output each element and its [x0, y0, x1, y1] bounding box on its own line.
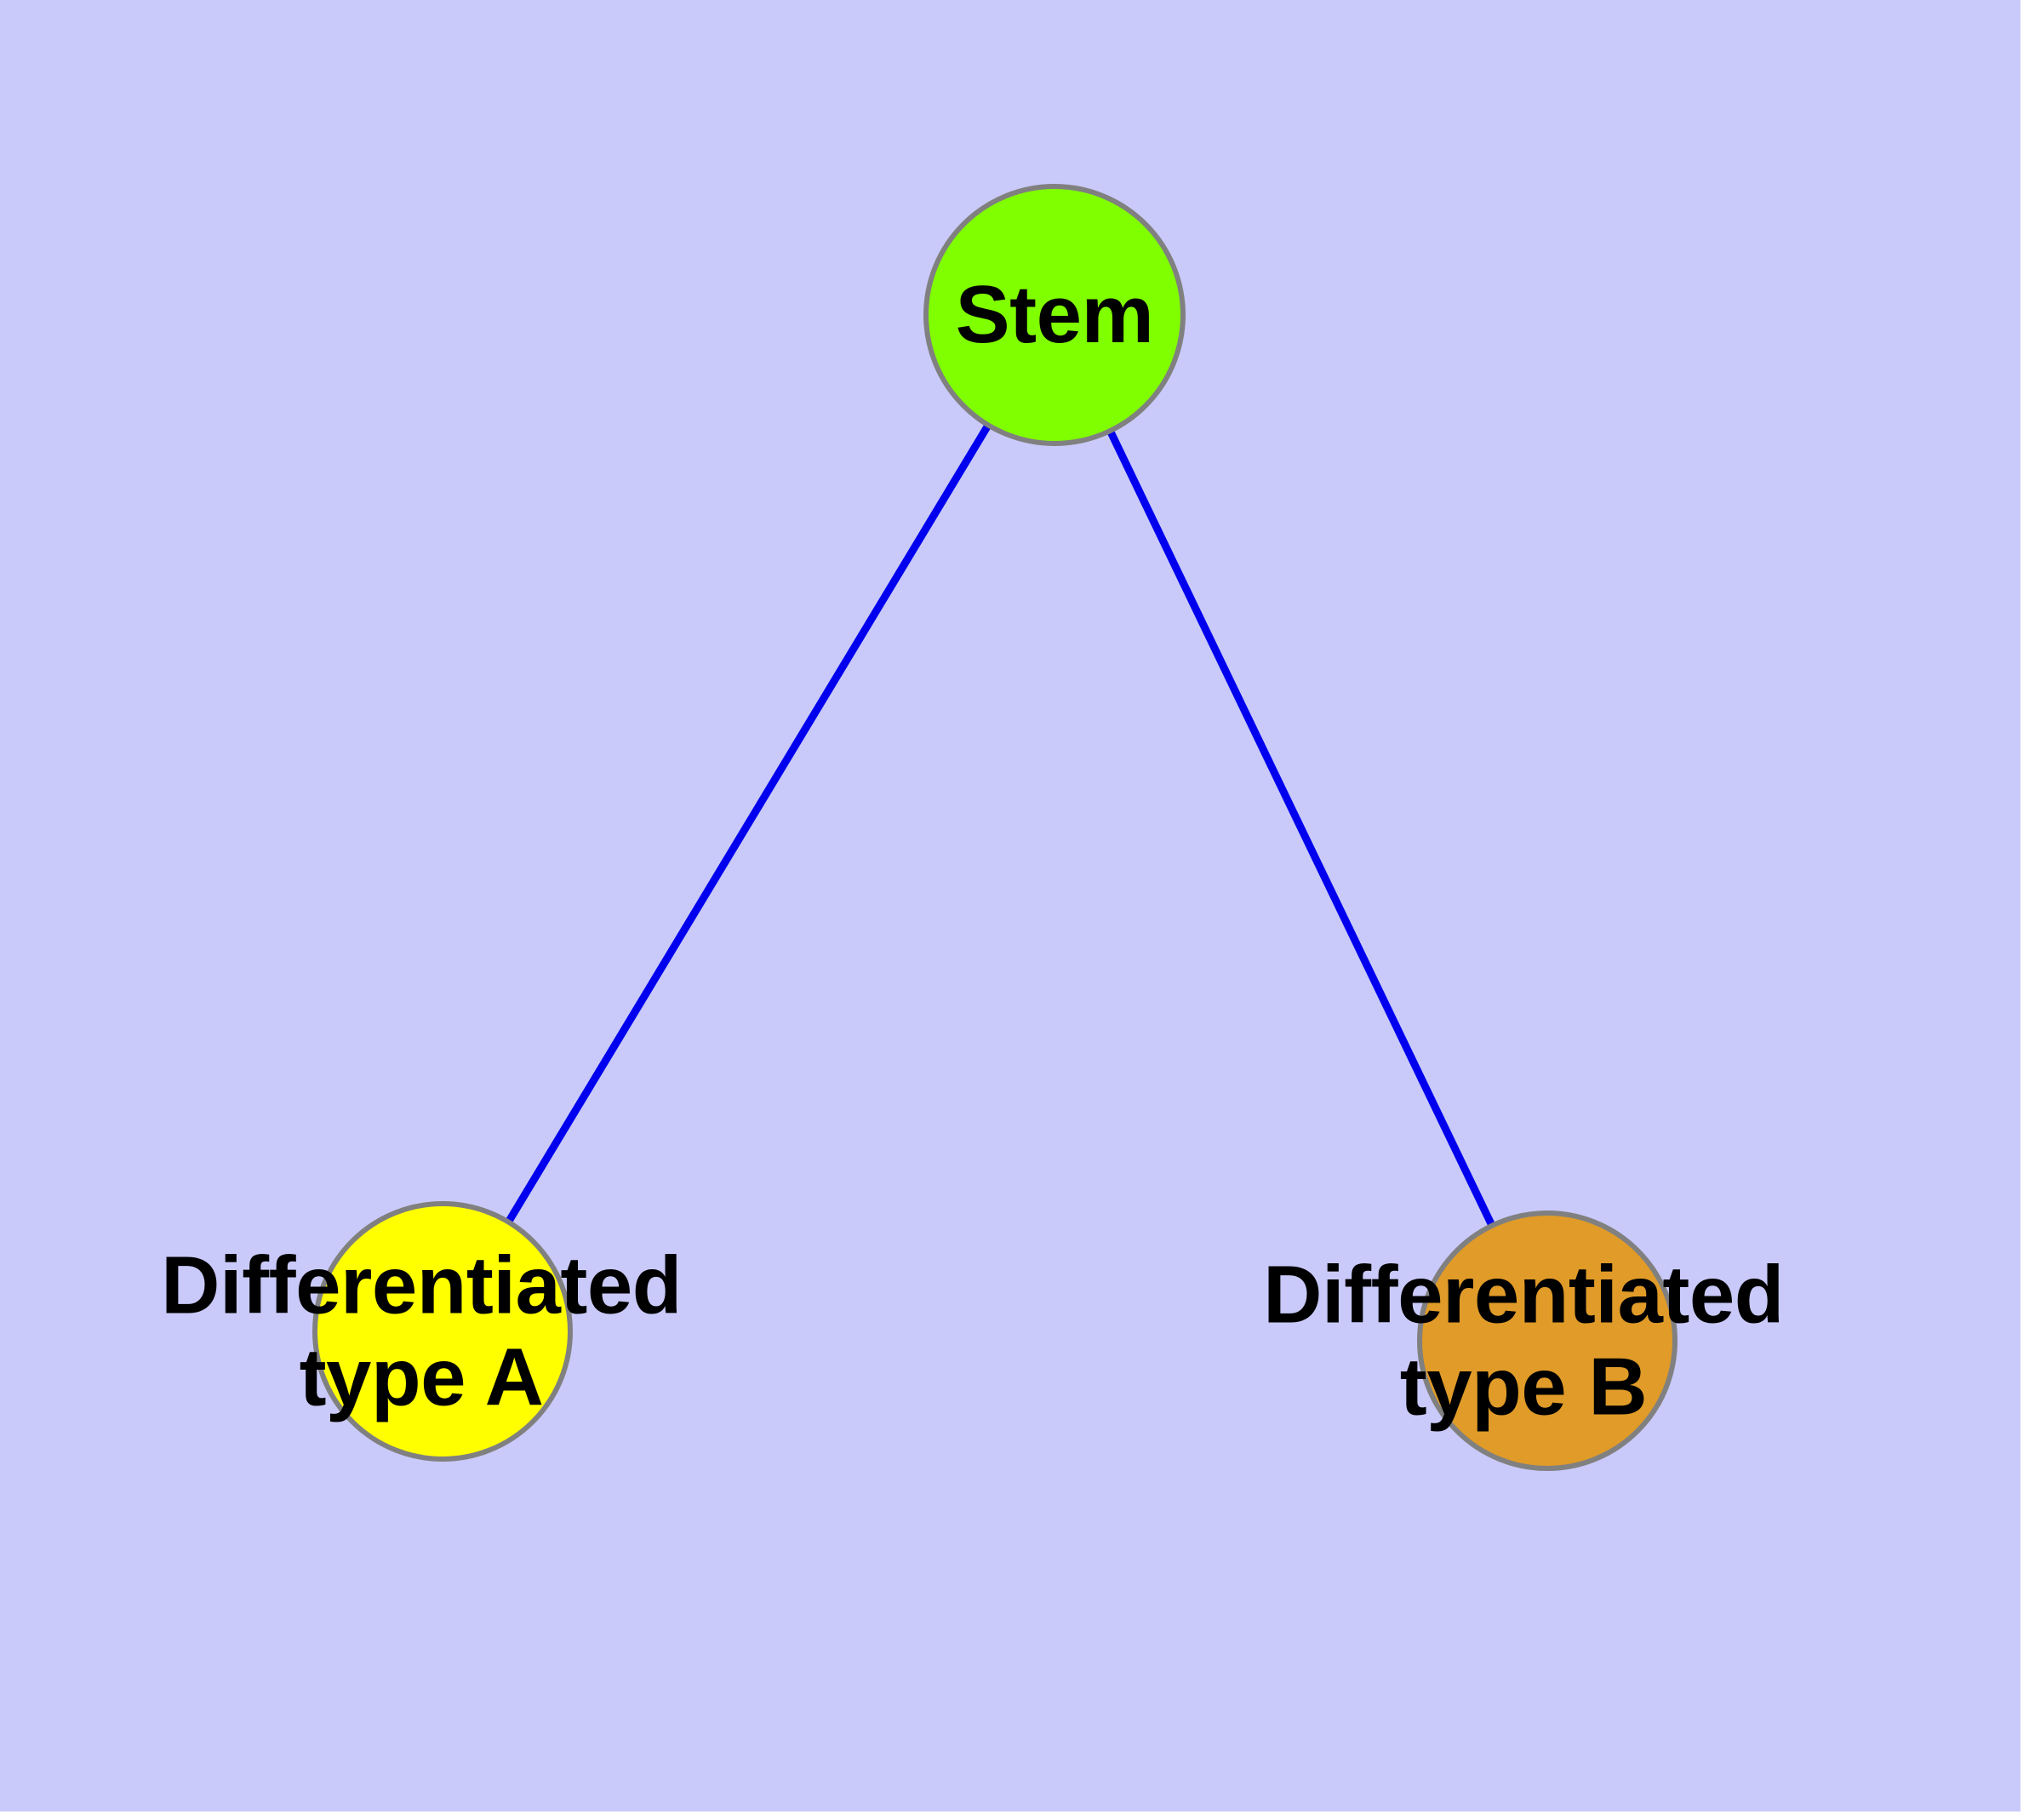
graph-node-diff_b[interactable] [1417, 1210, 1677, 1471]
graph-edge-stem-to-b [1103, 421, 1500, 1235]
node-layer [312, 184, 1677, 1471]
edge-layer [500, 415, 1500, 1235]
graph-node-stem[interactable] [923, 184, 1186, 446]
graph-node-diff_a[interactable] [312, 1201, 573, 1462]
graph-edge-stem-to-a [500, 415, 997, 1232]
